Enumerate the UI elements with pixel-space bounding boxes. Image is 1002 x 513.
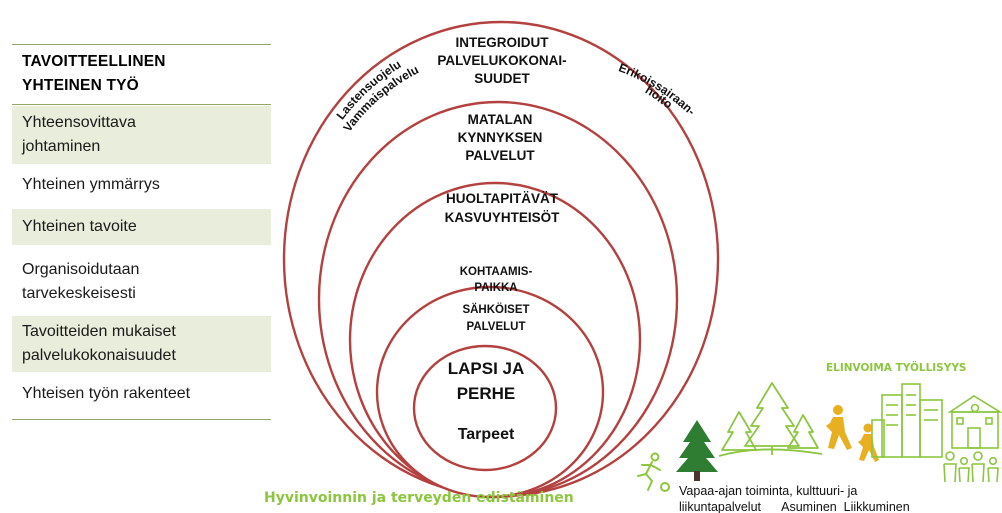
dark-tree-icon [676, 420, 718, 481]
outer-circle-label: PALVELUKOKONAI- [437, 53, 566, 68]
second-circle-label: KYNNYKSEN [458, 130, 543, 145]
fourth-circle-label: PALVELUT [467, 321, 526, 333]
family-icon [943, 451, 999, 483]
divider [12, 44, 271, 45]
principle-line: palvelukokonaisuudet [22, 347, 176, 364]
school-building-icon [947, 395, 1002, 449]
second-circle-label: MATALAN [468, 112, 533, 127]
outer-circle-label: SUUDET [474, 71, 530, 86]
header-line: TAVOITTEELLINEN [22, 53, 166, 70]
third-circle-label: HUOLTAPITÄVÄT [446, 191, 559, 206]
principle-item: Organisoidutaan tarvekeskeisesti [12, 258, 271, 310]
principle-line: Yhteinen ymmärrys [22, 176, 160, 193]
principle-line: Yhteensovittava [22, 114, 136, 131]
principle-line: tarvekeskeisesti [22, 285, 136, 302]
city-buildings-icon [871, 383, 943, 458]
fourth-circle-label: SÄHKÖISET [462, 303, 529, 316]
principle-item: Yhteinen ymmärrys [12, 173, 271, 203]
divider [12, 104, 271, 105]
third-circle-label: KASVUYHTEISÖT [445, 210, 561, 225]
core-subtitle: Tarpeet [458, 426, 515, 443]
vitality-label: ELINVOIMA TYÖLLISYYS [826, 360, 967, 374]
core-title: LAPSI JA [448, 359, 525, 378]
principle-item: Tavoitteiden mukaiset palvelukokonaisuud… [12, 316, 271, 372]
second-circle-label: PALVELUT [465, 148, 535, 163]
core-title: PERHE [457, 384, 516, 403]
services-label: liikuntapalvelut Asuminen Liikkuminen [679, 500, 910, 513]
principle-line: Organisoidutaan [22, 261, 140, 278]
principle-line: Tavoitteiden mukaiset [22, 323, 176, 340]
promotion-label: Hyvinvoinnin ja terveyden edistäminen [264, 490, 574, 506]
principle-line: Yhteinen tavoite [22, 218, 137, 235]
principle-item: Yhteisen työn rakenteet [12, 382, 271, 412]
divider [12, 419, 271, 420]
forest-icon [718, 382, 823, 457]
walking-people-icon [826, 405, 879, 462]
outer-circle-label: INTEGROIDUT [456, 35, 550, 50]
principle-line: johtaminen [22, 138, 101, 155]
core-circle [412, 344, 558, 472]
services-label: Vapaa-ajan toiminta, kulttuuri- ja [679, 484, 857, 498]
principles-header: TAVOITTEELLINEN YHTEINEN TYÖ [12, 50, 271, 100]
header-line: YHTEINEN TYÖ [22, 77, 139, 94]
running-person-icon [637, 452, 670, 492]
principle-line: Yhteisen työn rakenteet [22, 385, 191, 402]
principle-item: Yhteinen tavoite [12, 209, 271, 245]
fourth-circle-label: KOHTAAMIS- [460, 266, 533, 278]
principle-item: Yhteensovittava johtaminen [12, 106, 271, 164]
fourth-circle-label: PAIKKA [474, 282, 517, 294]
